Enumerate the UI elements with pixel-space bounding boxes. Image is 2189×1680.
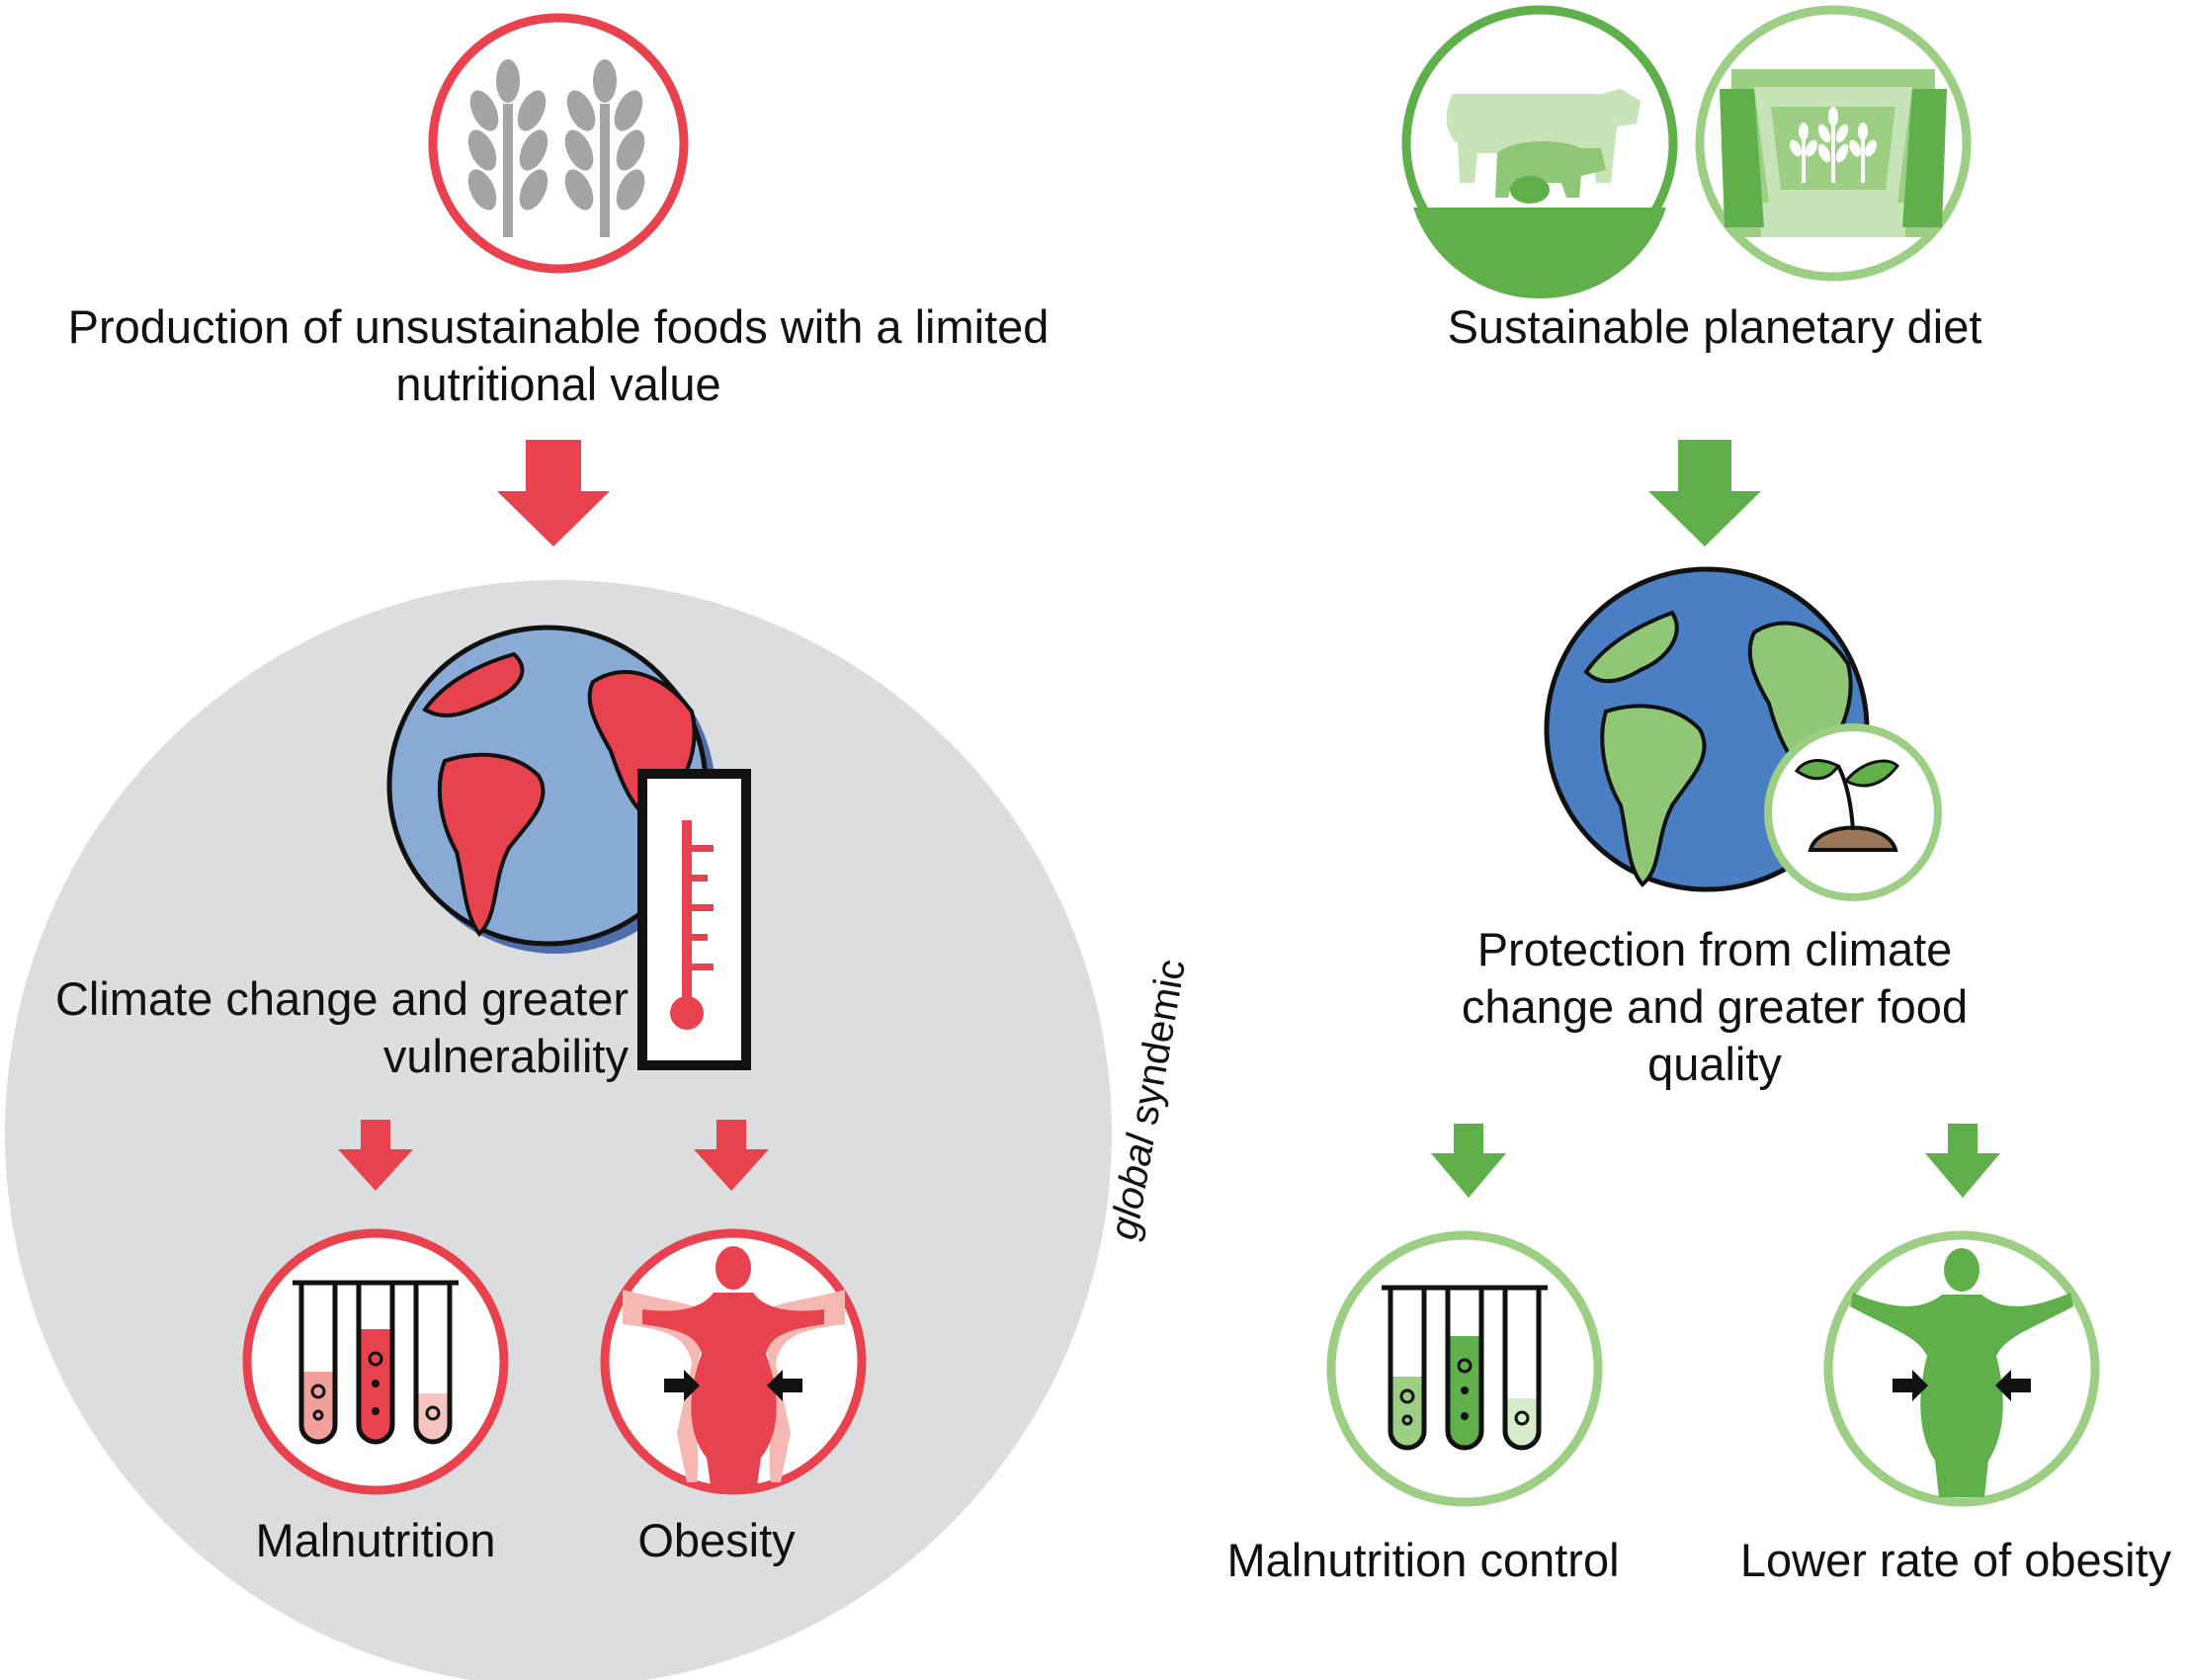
malnutrition-label: Malnutrition: [255, 1514, 496, 1566]
arrow-down-icon: [338, 1120, 413, 1191]
arrow-down-icon: [1431, 1124, 1506, 1198]
arrow-down-icon: [1925, 1124, 2000, 1198]
wheat-icon: [428, 13, 689, 274]
left-header-line1: Production of unsustainable foods with a…: [67, 300, 1050, 353]
globe-red-icon: [386, 625, 716, 954]
livestock-icon: [1401, 5, 1678, 299]
left-header-line2: nutritional value: [395, 358, 721, 410]
thermometer-icon: [637, 769, 751, 1070]
climate-change-line2: vulnerability: [382, 1030, 629, 1082]
protection-line2: change and greater food: [1461, 980, 1969, 1033]
malnutrition-control-label: Malnutrition control: [1226, 1534, 1620, 1586]
body-obesity-icon: [600, 1228, 867, 1495]
climate-change-line1: Climate change and greater: [54, 972, 629, 1025]
lower-obesity-label: Lower rate of obesity: [1739, 1534, 2172, 1586]
body-healthy-icon: [1823, 1230, 2100, 1507]
protection-line1: Protection from climate: [1476, 923, 1953, 975]
right-header: Sustainable planetary diet: [1447, 300, 1982, 353]
obesity-label: Obesity: [637, 1514, 796, 1566]
test-tubes-icon: [1326, 1230, 1603, 1507]
test-tubes-icon: [242, 1228, 509, 1495]
sprout-icon: [1764, 723, 1942, 901]
arrow-down-icon: [694, 1120, 769, 1191]
protection-line3: quality: [1647, 1038, 1782, 1090]
arrow-down-icon: [497, 440, 610, 546]
grain-sack-icon: [1695, 5, 1972, 282]
arrow-down-icon: [1648, 440, 1761, 546]
